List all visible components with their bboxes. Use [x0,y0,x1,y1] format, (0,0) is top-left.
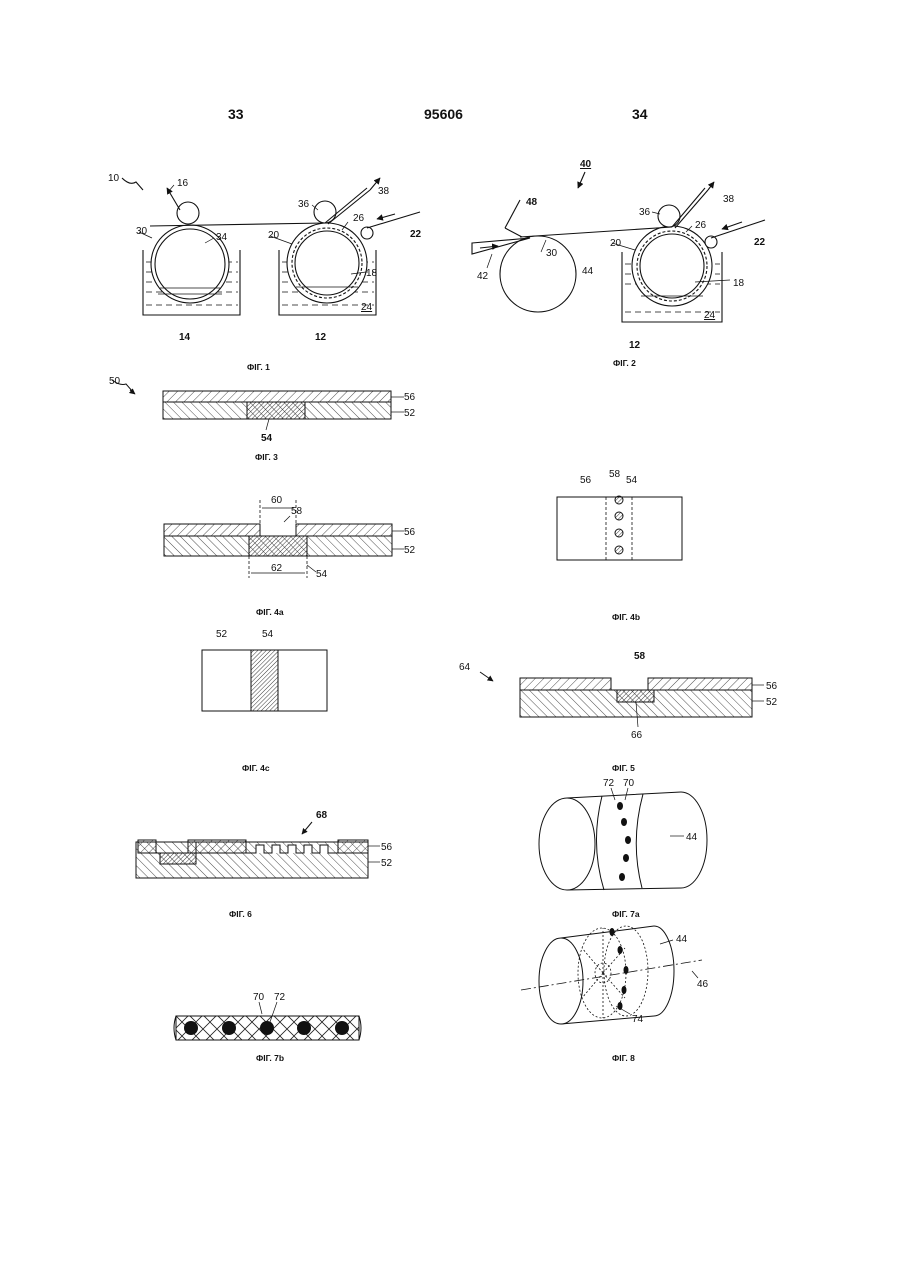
fig7a-labels: 72 70 44 [603,778,698,843]
ref-30: 30 [136,226,148,237]
fig4b-labels: 56 58 54 [580,469,638,486]
ref-12: 12 [315,332,327,343]
caption-fig2: ФІГ. 2 [613,358,636,368]
caption-fig1: ФІГ. 1 [247,362,270,372]
fig4c-labels: 52 54 [216,629,274,640]
fig8-labels: 44 46 74 [632,934,709,1025]
ref-72: 72 [603,778,615,789]
ref-38: 38 [378,186,390,197]
fig8-diagram [521,926,702,1024]
ref-36: 36 [298,199,310,210]
ref-58: 58 [634,651,646,662]
fig4c-diagram [202,650,327,711]
ref-24: 24 [361,302,373,313]
ref-54: 54 [316,569,328,580]
ref-52: 52 [216,629,228,640]
ref-56: 56 [404,527,416,538]
ref-56: 56 [580,475,592,486]
fig6-diagram [136,822,380,878]
ref-54: 54 [626,475,638,486]
caption-fig7b: ФІГ. 7b [256,1053,284,1063]
ref-46: 46 [697,979,709,990]
ref-50: 50 [109,376,121,387]
ref-52: 52 [404,408,416,419]
caption-fig6: ФІГ. 6 [229,909,252,919]
ref-52: 52 [766,697,778,708]
ref-44: 44 [686,832,698,843]
ref-70: 70 [623,778,635,789]
caption-fig8: ФІГ. 8 [612,1053,635,1063]
ref-54: 54 [262,629,274,640]
ref-36: 36 [639,207,651,218]
caption-fig4a: ФІГ. 4a [256,607,284,617]
fig4b-diagram [557,496,682,560]
ref-56: 56 [766,681,778,692]
ref-68: 68 [316,810,328,821]
ref-26: 26 [353,213,365,224]
caption-fig5: ФІГ. 5 [612,763,635,773]
ref-52: 52 [381,858,393,869]
caption-fig4b: ФІГ. 4b [612,612,640,622]
ref-52: 52 [404,545,416,556]
fig5-diagram [480,672,764,727]
ref-58: 58 [291,506,303,517]
ref-70: 70 [253,992,265,1003]
caption-fig7a: ФІГ. 7a [612,909,640,919]
caption-fig4c: ФІГ. 4c [242,763,270,773]
ref-56: 56 [381,842,393,853]
ref-74: 74 [632,1014,644,1025]
ref-58: 58 [609,469,621,480]
fig7b-diagram [174,1002,361,1040]
ref-12: 12 [629,340,641,351]
fig7b-labels: 70 72 [253,992,286,1003]
fig4a-diagram [164,500,404,578]
ref-60: 60 [271,495,283,506]
ref-14: 14 [179,332,191,343]
fig1-diagram [122,178,420,315]
ref-66: 66 [631,730,643,741]
ref-34: 34 [216,232,228,243]
ref-22: 22 [754,237,766,248]
ref-40: 40 [580,159,592,170]
ref-20: 20 [268,230,280,241]
ref-44: 44 [582,266,594,277]
ref-48: 48 [526,197,538,208]
ref-26: 26 [695,220,707,231]
ref-20: 20 [610,238,622,249]
ref-42: 42 [477,271,489,282]
ref-18: 18 [366,268,378,279]
ref-10: 10 [108,173,120,184]
ref-54: 54 [261,433,273,444]
ref-44: 44 [676,934,688,945]
ref-16: 16 [177,178,189,189]
ref-18: 18 [733,278,745,289]
fig7a-diagram [539,788,707,890]
ref-62: 62 [271,563,283,574]
ref-64: 64 [459,662,471,673]
ref-38: 38 [723,194,735,205]
ref-30: 30 [546,248,558,259]
caption-fig3: ФІГ. 3 [255,452,278,462]
ref-56: 56 [404,392,416,403]
ref-22: 22 [410,229,422,240]
fig3-diagram [112,380,404,430]
ref-72: 72 [274,992,286,1003]
ref-24: 24 [704,310,716,321]
